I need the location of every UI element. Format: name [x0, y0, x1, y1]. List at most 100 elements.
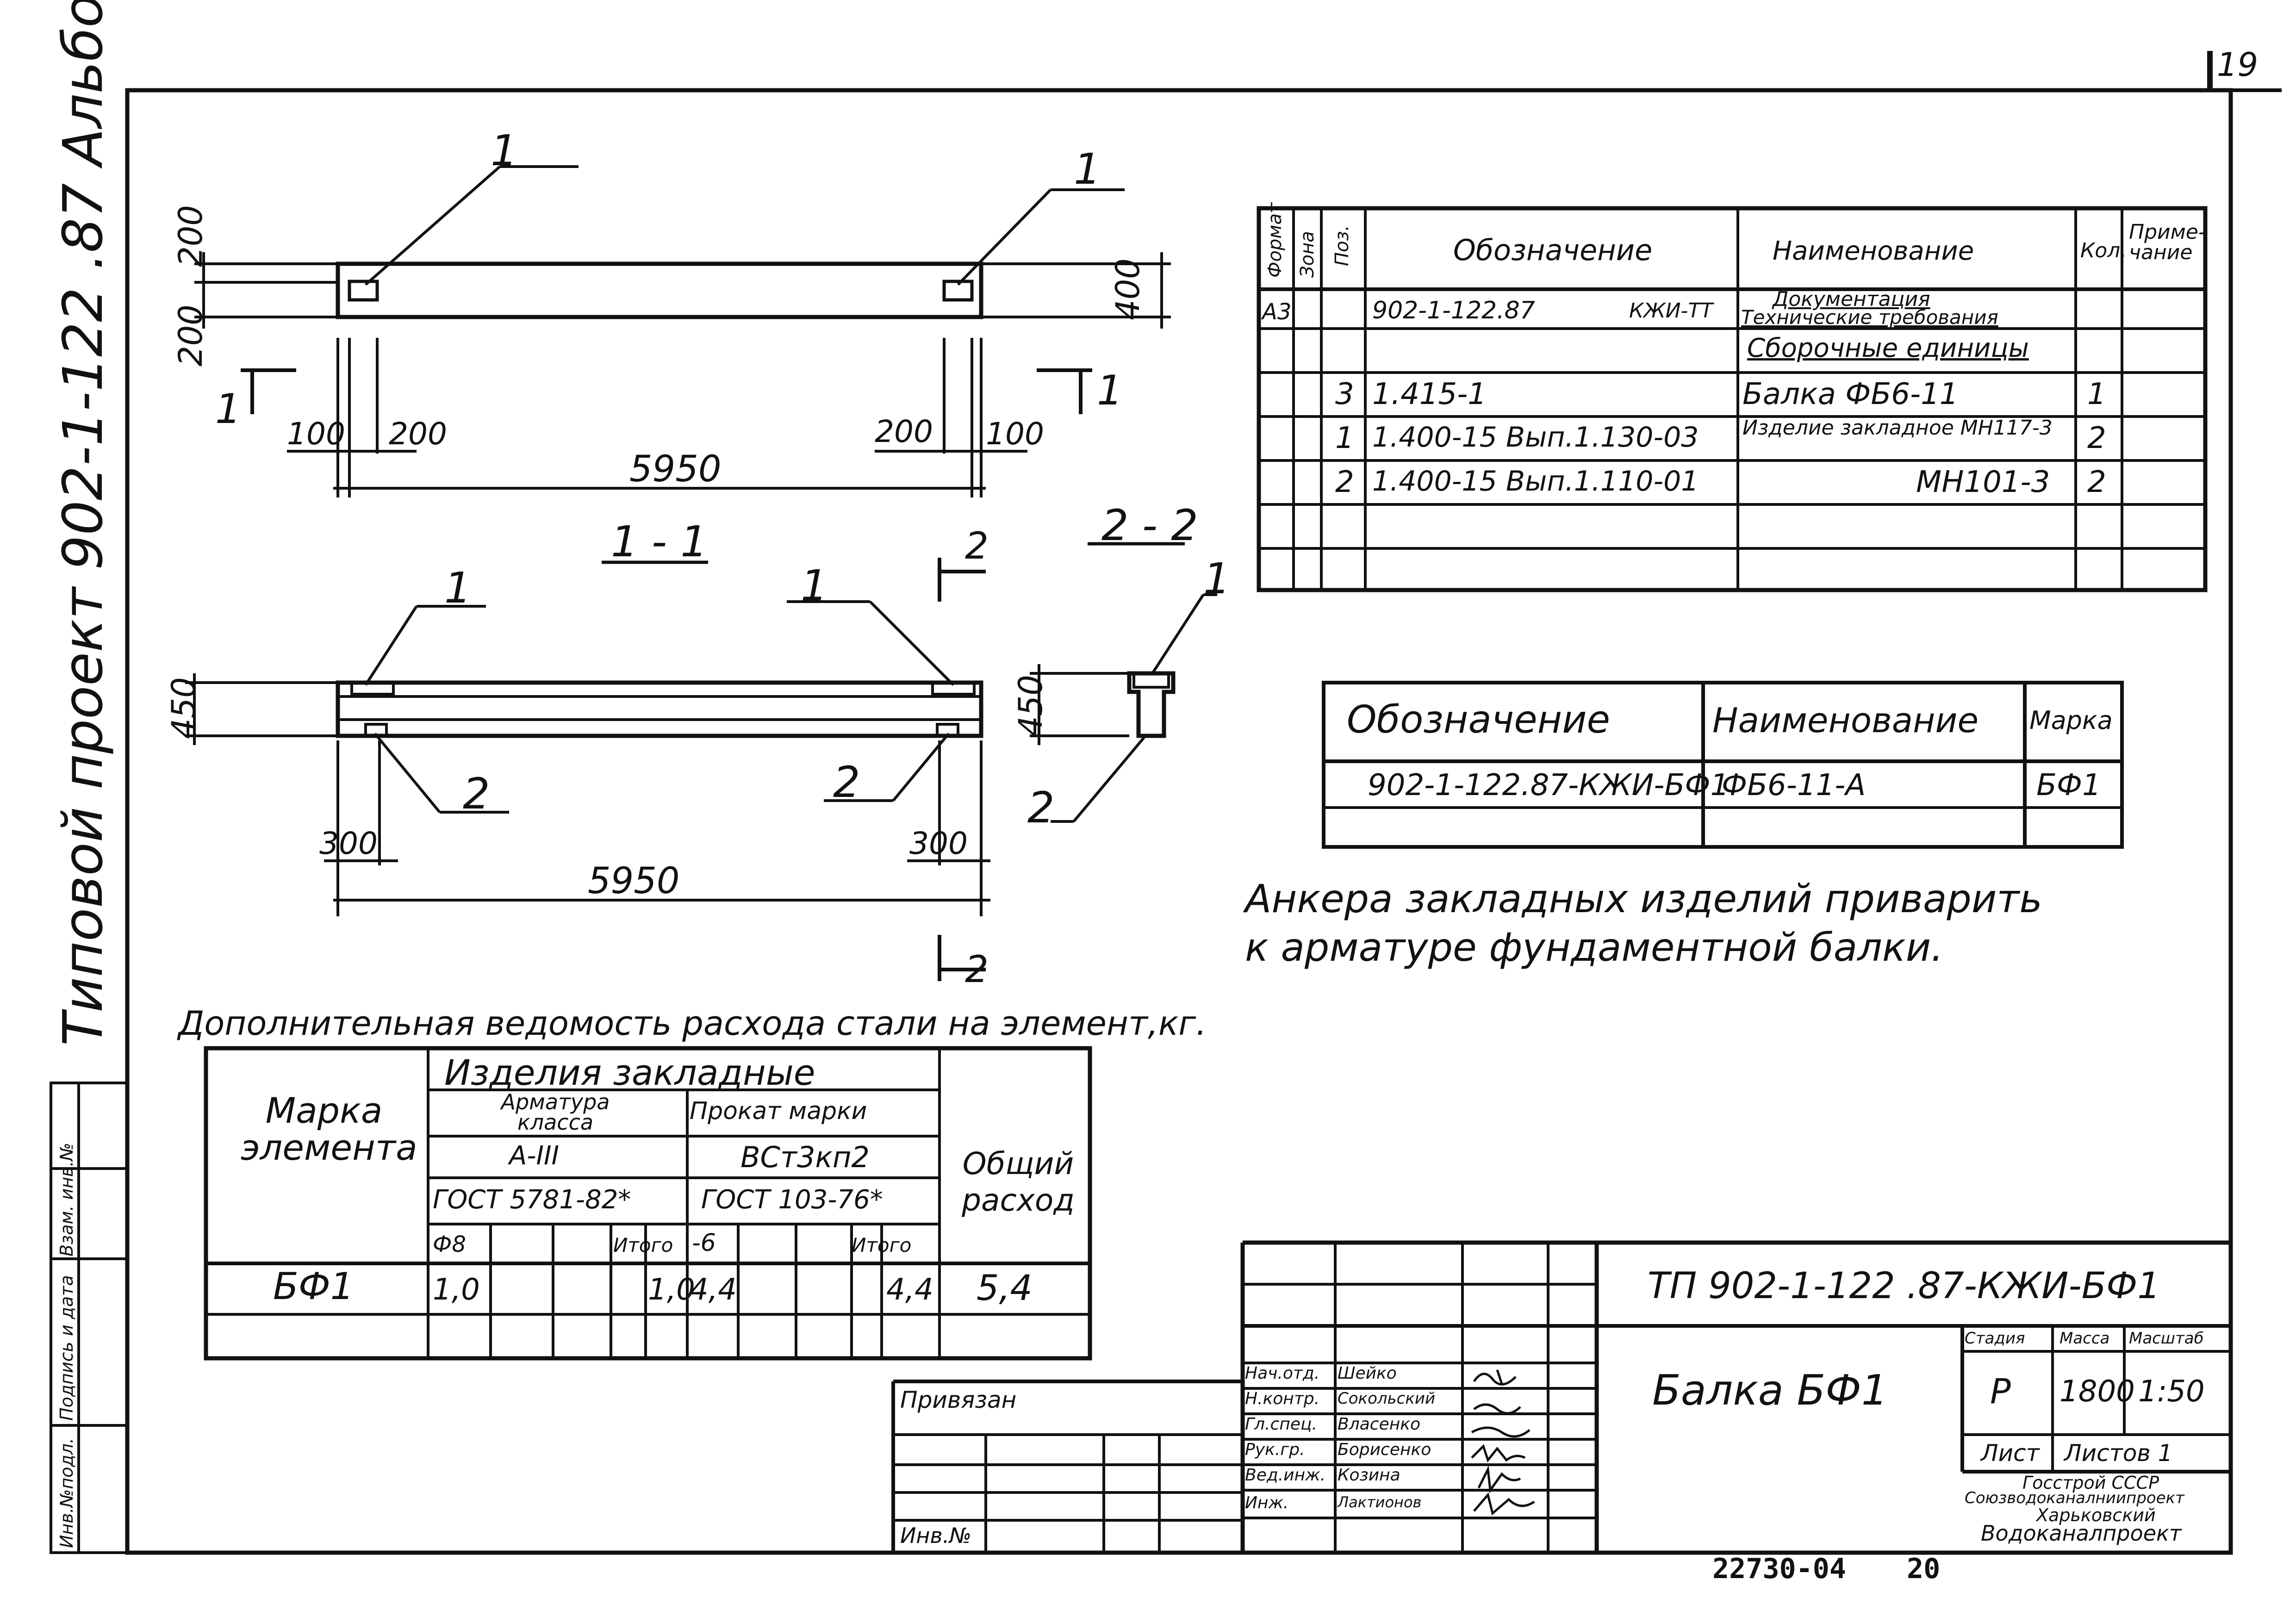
- section-1-1-title: 1 - 1: [611, 517, 708, 566]
- steel-row-itogo2: 4,4: [886, 1273, 933, 1307]
- stamp-org1: Госстрой СССР: [2022, 1473, 2159, 1493]
- note-line2: к арматуре фундаментной балки.: [1245, 925, 1943, 970]
- side-caption: Типовой проект 902-1-122 .87 Альбом IV: [51, 0, 115, 1046]
- mark-row-designation: 902-1-122.87-КЖИ-БФ1: [1368, 768, 1730, 802]
- steel-head-itogo2: Итого: [852, 1234, 912, 1256]
- stamp-org4: Водоканалпроект: [1981, 1521, 2182, 1546]
- spec-row5-pos: 2: [1335, 465, 1354, 499]
- spec-row4-pos: 1: [1335, 421, 1354, 455]
- stamp-org3: Харьковский: [2036, 1505, 2156, 1525]
- dim-100-right: 100: [986, 416, 1044, 452]
- dim-5950-plan: 5950: [629, 448, 722, 490]
- pos-label-2c: 2: [1027, 783, 1055, 833]
- spec-row0-suffix: КЖИ-ТТ: [1629, 299, 1713, 323]
- stamp-name-2: Власенко: [1338, 1415, 1421, 1434]
- dim-200-right: 200: [875, 414, 933, 449]
- steel-row-mark: БФ1: [273, 1265, 354, 1308]
- stamp-stage: Р: [1990, 1372, 2011, 1412]
- steel-row-m6: 4,4: [690, 1273, 737, 1307]
- cut-mark-1-left: 1: [215, 385, 241, 433]
- stamp-role-4: Вед.инж.: [1245, 1466, 1325, 1485]
- embedded-plate-right: [942, 280, 974, 302]
- mark-table-grid: [1322, 681, 2124, 849]
- spec-row0-format: А3: [1262, 299, 1292, 325]
- left-binding-strip: [50, 1082, 129, 1554]
- steel-head-rebar: Арматура класса: [501, 1089, 610, 1135]
- mark-row-name: ФБ6-11-А: [1722, 768, 1866, 802]
- plan-view: [194, 165, 1171, 497]
- stamp-name-1: Сокольский: [1338, 1389, 1436, 1408]
- spec-row0-designation: 902-1-122.87: [1372, 297, 1535, 324]
- steel-head-rebar-class: А-III: [509, 1141, 560, 1171]
- pos-label-2a: 2: [463, 769, 490, 819]
- mark-head-name: Наименование: [1712, 701, 1979, 740]
- stamp-name-3: Борисенко: [1338, 1440, 1431, 1459]
- spec-row3-name: Балка ФБ6-11: [1742, 377, 1959, 411]
- stamp-inv-no: Инв.№: [900, 1523, 972, 1548]
- sheet-number: 19: [2217, 46, 2259, 84]
- steel-head-rebar-gost: ГОСТ 5781-82*: [433, 1185, 631, 1215]
- steel-head-embedded: Изделия закладные: [444, 1052, 815, 1093]
- section-2-2: [1030, 542, 1217, 823]
- stamp-sheets-h: Листов 1: [2064, 1440, 2173, 1467]
- signatures: [1471, 1369, 1535, 1516]
- strip-inv-podl: Инв.№подл.: [56, 1437, 77, 1548]
- spec-row4-designation: 1.400-15 Вып.1.130-03: [1372, 421, 1699, 454]
- stamp-code: ТП 902-1-122 .87-КЖИ-БФ1: [1648, 1265, 2160, 1307]
- spec-row3-designation: 1.415-1: [1372, 377, 1487, 411]
- stamp-role-5: Инж.: [1245, 1493, 1289, 1512]
- dim-450-cut: 450: [1011, 675, 1050, 737]
- spec-row0-name: Документация: [1773, 287, 1930, 311]
- stamp-sheet-h: Лист: [1981, 1440, 2040, 1467]
- steel-head-minus6: -6: [692, 1229, 716, 1257]
- steel-row-phi8: 1,0: [433, 1273, 480, 1307]
- stamp-role-1: Н.контр.: [1245, 1389, 1320, 1408]
- dim-5950-section: 5950: [588, 860, 680, 902]
- steel-table-title: Дополнительная ведомость расхода стали н…: [178, 1004, 1207, 1043]
- steel-table-grid: [204, 1046, 1092, 1361]
- mark-head-designation: Обозначение: [1347, 698, 1610, 742]
- spec-row1-name: Технические требования: [1741, 306, 1998, 329]
- steel-head-rolled: Прокат марки: [690, 1097, 867, 1125]
- stamp-name-0: Шейко: [1338, 1364, 1397, 1383]
- spec-table-grid: [1257, 206, 2208, 592]
- section-2-2-title: 2 - 2: [1101, 501, 1198, 550]
- dim-100-left: 100: [287, 416, 345, 452]
- spec-row5-designation: 1.400-15 Вып.1.110-01: [1372, 465, 1699, 497]
- dim-450-section: 450: [164, 677, 203, 739]
- spec-row3-pos: 3: [1335, 377, 1354, 411]
- stamp-mass-h: Масса: [2060, 1329, 2110, 1348]
- dim-300-right: 300: [909, 826, 968, 861]
- dim-300-left: 300: [319, 826, 378, 861]
- pos-label-2b: 2: [833, 758, 860, 807]
- stamp-title: Балка БФ1: [1652, 1366, 1888, 1415]
- steel-head-itogo1: Итого: [613, 1234, 673, 1256]
- spec-head-note: Приме- чание: [2129, 220, 2206, 264]
- spec-row5-name: МН101-3: [1916, 465, 2050, 499]
- dim-200-left: 200: [389, 416, 447, 452]
- bottom-code: 22730-04: [1712, 1553, 1846, 1585]
- stamp-stage-h: Стадия: [1965, 1329, 2025, 1348]
- steel-row-total: 5,4: [977, 1267, 1033, 1308]
- spec-head-format: Формат: [1264, 202, 1286, 278]
- spec-head-pos: Поз.: [1332, 225, 1353, 266]
- spec-row3-qty: 1: [2087, 377, 2106, 411]
- pos-label-1b: 1: [1074, 144, 1101, 194]
- stamp-name-4: Козина: [1338, 1466, 1400, 1485]
- strip-vzam-inv: Взам. инв.№: [56, 1143, 77, 1256]
- mark-row-mark: БФ1: [2036, 768, 2101, 802]
- stamp-role-0: Нач.отд.: [1245, 1364, 1320, 1383]
- stamp-scale: 1:50: [2138, 1374, 2205, 1409]
- spec-head-qty: Кол.: [2080, 239, 2127, 262]
- spec-head-designation: Обозначение: [1453, 233, 1653, 267]
- pos-label-1a: 1: [491, 126, 518, 175]
- steel-row-itogo1: 1,0: [648, 1273, 695, 1307]
- spec-head-zone: Зона: [1297, 231, 1318, 278]
- stamp-name-5: Лактионов: [1338, 1493, 1422, 1511]
- bottom-page: 20: [1907, 1553, 1941, 1585]
- cut-mark-2-bottom: 2: [965, 948, 989, 991]
- dim-200-side: 200: [171, 305, 210, 367]
- spec-head-name: Наименование: [1773, 236, 1974, 266]
- cut-mark-2-top: 2: [965, 524, 989, 567]
